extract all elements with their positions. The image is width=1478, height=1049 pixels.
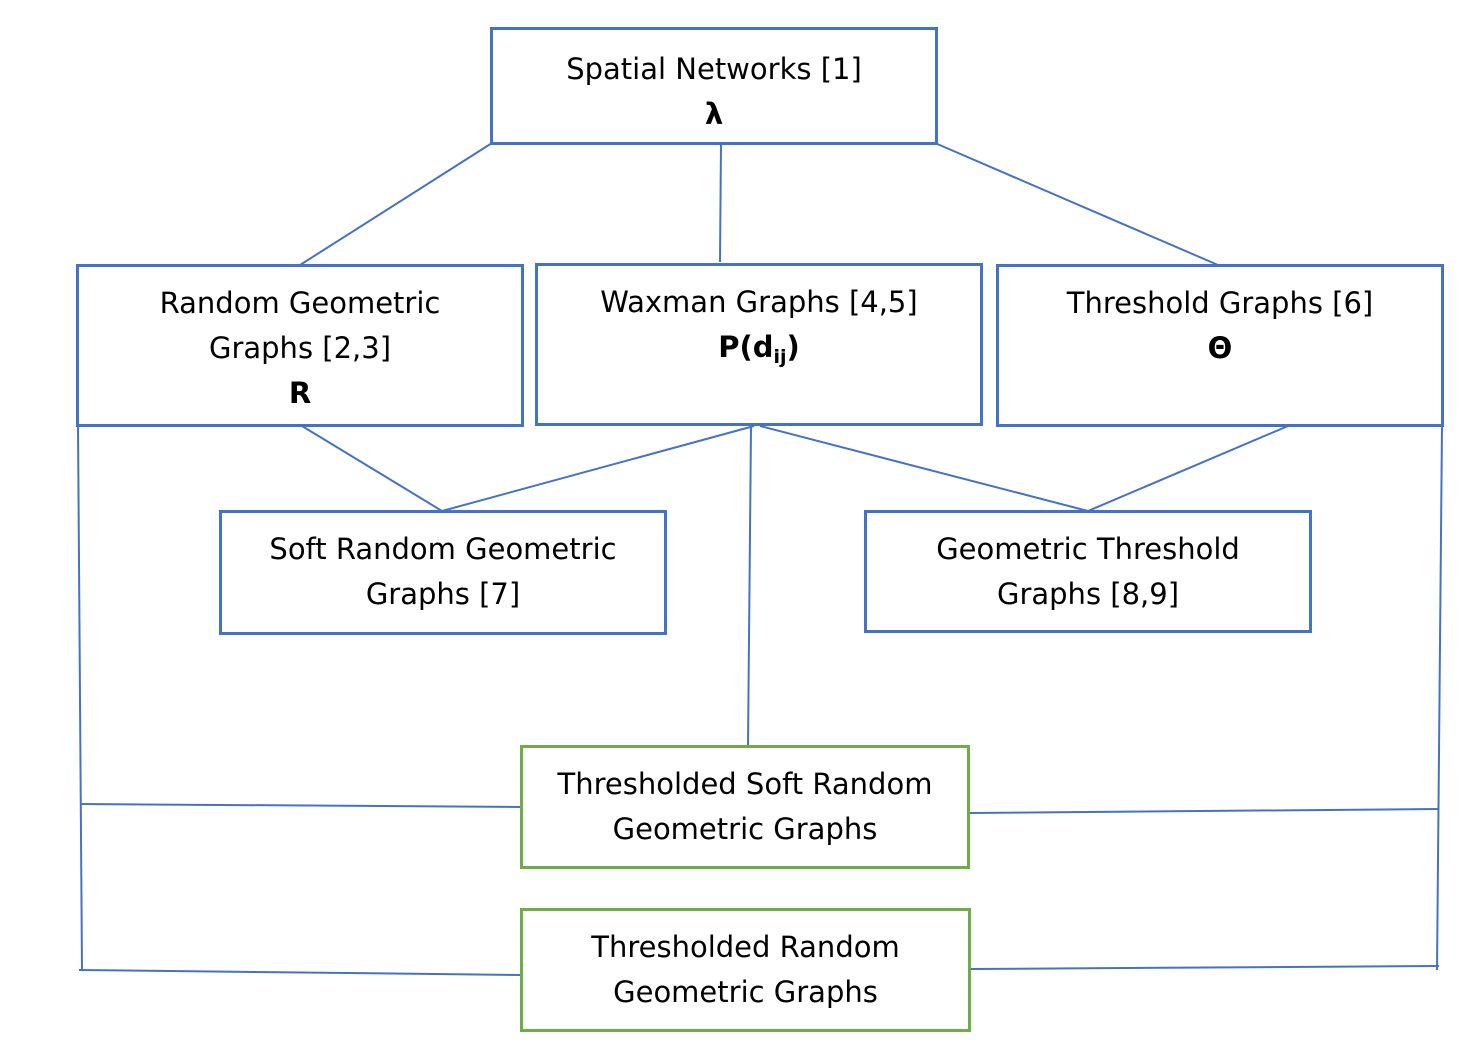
node-rgg-symbol: R	[288, 376, 312, 410]
node-soft-random-geometric-graphs: Soft Random Geometric Graphs [7]	[219, 510, 667, 635]
node-threshold-label: Threshold Graphs [6]	[1066, 286, 1374, 320]
node-spatial-networks-symbol: λ	[704, 97, 724, 131]
node-tsrgg-label-line2: Geometric Graphs	[612, 812, 878, 846]
node-waxman-graphs: Waxman Graphs [4,5] P(dij)	[535, 263, 983, 426]
node-threshold-graphs: Threshold Graphs [6] Θ	[996, 264, 1444, 427]
node-waxman-symbol-subscript: ij	[773, 346, 787, 368]
edge-left-to-tsrgg	[79, 803, 522, 808]
edge-spatial-to-waxman	[719, 142, 722, 263]
node-rgg-label-line1: Random Geometric	[159, 286, 441, 320]
edge-left-to-trgg	[78, 969, 522, 976]
node-thresholded-soft-rgg: Thresholded Soft Random Geometric Graphs	[520, 745, 970, 869]
node-srgg-label-line1: Soft Random Geometric	[269, 532, 617, 566]
node-thresholded-rgg: Thresholded Random Geometric Graphs	[520, 908, 971, 1032]
node-waxman-symbol-close: )	[786, 330, 800, 364]
node-threshold-symbol: Θ	[1207, 331, 1233, 365]
edge-waxman-to-srgg	[441, 425, 755, 512]
node-waxman-symbol-main: P(d	[718, 330, 774, 364]
node-gtg-label-line1: Geometric Threshold	[936, 532, 1240, 566]
edge-spatial-to-threshold	[934, 142, 1219, 266]
edge-waxman-to-gtg	[759, 425, 1089, 512]
edge-waxman-to-tsrgg	[747, 425, 752, 747]
node-geometric-threshold-graphs: Geometric Threshold Graphs [8,9]	[864, 510, 1312, 633]
node-waxman-label: Waxman Graphs [4,5]	[600, 285, 918, 319]
node-random-geometric-graphs: Random Geometric Graphs [2,3] R	[76, 264, 524, 427]
node-rgg-label-line2: Graphs [2,3]	[208, 331, 392, 365]
edge-right-rail	[1436, 425, 1443, 971]
node-gtg-label-line2: Graphs [8,9]	[996, 577, 1180, 611]
node-waxman-symbol: P(dij)	[718, 325, 800, 370]
edge-rgg-to-srgg	[301, 425, 443, 512]
node-srgg-label-line2: Graphs [7]	[365, 577, 521, 611]
node-tsrgg-label-line1: Thresholded Soft Random	[557, 767, 933, 801]
node-trgg-label-line2: Geometric Graphs	[613, 975, 878, 1009]
edge-threshold-to-gtg	[1087, 425, 1289, 512]
node-spatial-networks-label: Spatial Networks [1]	[566, 52, 862, 86]
edge-trgg-to-right	[968, 965, 1440, 970]
node-trgg-label-line1: Thresholded Random	[591, 930, 900, 964]
node-spatial-networks: Spatial Networks [1] λ	[490, 27, 938, 145]
edge-tsrgg-to-right	[968, 808, 1440, 814]
edge-spatial-to-rgg	[299, 142, 493, 266]
edge-left-rail	[77, 425, 83, 971]
